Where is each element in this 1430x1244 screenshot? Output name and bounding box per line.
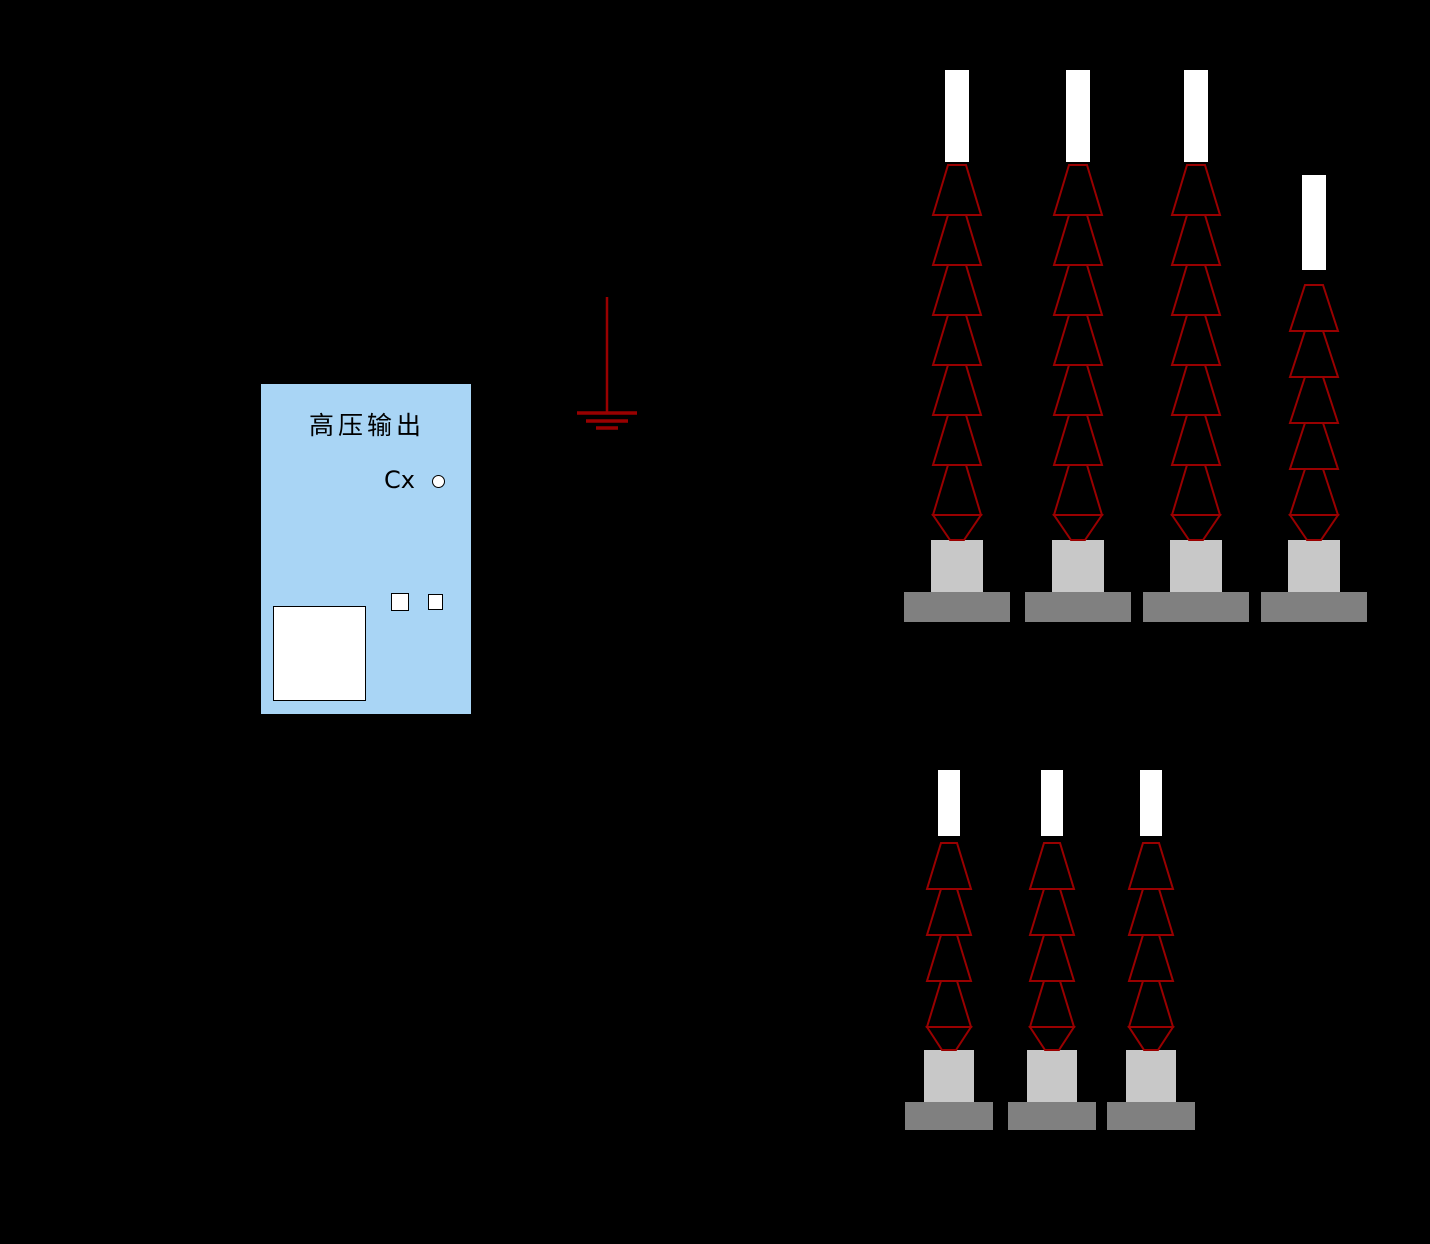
insulator-pedestal [924,1050,974,1102]
cx-terminal-label: Cx [384,466,415,494]
insulator-shed [931,264,983,316]
insulator-shed [1052,464,1104,516]
insulator-shed [1170,264,1222,316]
insulator-base-plate [1008,1102,1096,1130]
insulator-column [905,770,993,1130]
insulator-column [1025,70,1131,622]
insulator-pedestal [1126,1050,1176,1102]
insulator-pedestal [1288,540,1340,592]
insulator-top-cap [945,70,969,162]
insulator-base-plate [1261,592,1367,622]
insulator-neck [931,514,983,541]
insulator-shed [1288,376,1340,424]
device-title: 高压输出 [309,411,426,440]
insulator-neck [1127,1026,1175,1051]
insulator-pedestal [1052,540,1104,592]
insulator-shed [1052,164,1104,216]
insulator-shed [1288,422,1340,470]
insulator-shed [1127,980,1175,1028]
insulator-top-cap [1041,770,1063,836]
insulator-column [1261,175,1367,622]
insulator-column [904,70,1010,622]
insulator-neck [925,1026,973,1051]
insulator-shed [1028,980,1076,1028]
insulator-top-cap [1140,770,1162,836]
insulator-shed [1127,888,1175,936]
insulator-base-plate [1025,592,1131,622]
insulator-shed [925,888,973,936]
insulator-shed [1170,164,1222,216]
insulator-shed [925,980,973,1028]
insulator-pedestal [931,540,983,592]
insulator-column [1008,770,1096,1130]
insulator-base-plate [1107,1102,1195,1130]
insulator-pedestal [1027,1050,1077,1102]
insulator-shed [931,214,983,266]
insulator-shed [1170,414,1222,466]
insulator-pedestal [1170,540,1222,592]
insulator-shed [931,364,983,416]
insulator-shed [1170,214,1222,266]
insulator-column [1143,70,1249,622]
insulator-shed [1127,842,1175,890]
insulator-neck [1288,514,1340,541]
insulator-shed [1028,888,1076,936]
indicator-square-1 [391,593,409,611]
insulator-shed [931,314,983,366]
insulator-shed [1127,934,1175,982]
insulator-top-cap [1184,70,1208,162]
insulator-top-cap [1302,175,1326,270]
insulator-shed [1052,314,1104,366]
insulator-shed [1052,264,1104,316]
insulator-shed [1170,364,1222,416]
upper-insulator-bank [904,70,1367,622]
insulator-column [1107,770,1195,1130]
lower-insulator-bank [905,770,1195,1130]
insulator-neck [1028,1026,1076,1051]
insulator-base-plate [905,1102,993,1130]
insulator-shed [1052,214,1104,266]
insulator-shed [1052,414,1104,466]
insulator-shed [1170,314,1222,366]
insulator-shed [931,414,983,466]
insulator-shed [1028,842,1076,890]
insulator-shed [1288,330,1340,378]
ground-symbol [577,297,637,430]
insulator-shed [1052,364,1104,416]
insulator-shed [931,164,983,216]
insulator-base-plate [904,592,1010,622]
insulator-base-plate [1143,592,1249,622]
insulator-shed [925,934,973,982]
cx-terminal-port [432,475,445,488]
insulator-shed [1170,464,1222,516]
insulator-neck [1052,514,1104,541]
insulator-top-cap [1066,70,1090,162]
insulator-shed [1028,934,1076,982]
insulator-shed [931,464,983,516]
display-panel [273,606,366,701]
insulator-neck [1170,514,1222,541]
insulator-top-cap [938,770,960,836]
insulator-shed [1288,468,1340,516]
hv-test-set: 高压输出 Cx [260,383,472,715]
indicator-square-2 [428,594,443,610]
insulator-shed [925,842,973,890]
insulator-shed [1288,284,1340,332]
